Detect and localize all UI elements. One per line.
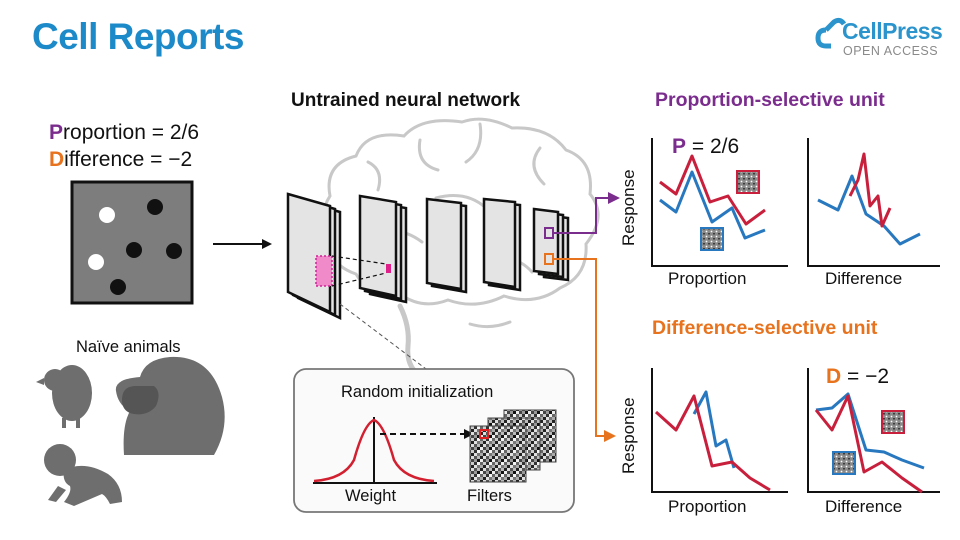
difference-label: Difference = −2 [49,149,192,170]
zoom-line [339,303,431,373]
init-title: Random initialization [341,383,494,401]
diff-y-label: Response [619,397,638,474]
gaussian-curve [313,417,474,484]
prop-left-blue-curve [659,170,766,240]
proportion-label: Proportion = 2/6 [49,122,199,143]
chick-icon [36,365,92,428]
diff-right-x-label: Difference [825,497,903,516]
prop-unit-right-axes [807,138,940,267]
diff-sample-red [881,410,905,434]
diff-left-red-curve [654,394,771,492]
prop-sample-blue [700,227,724,251]
prop-annotation-value: = 2/6 [686,135,740,158]
prop-annotation-var: P [672,135,687,158]
diff-unit-right-axes [807,368,940,493]
diff-unit-left-axes [651,368,788,493]
cellpress-logo-icon [815,17,847,49]
prop-annotation: P = 2/6 [672,136,739,157]
prop-right-red-curve [848,152,892,228]
diff-left-x-label: Proportion [668,497,747,516]
difference-rest: ifference = −2 [64,148,193,171]
prop-unit-title: Proportion-selective unit [655,89,885,111]
publisher-name[interactable]: CellPress [842,18,943,44]
diff-annotation: D = −2 [826,366,889,387]
weight-label: Weight [345,487,397,505]
diff-right-blue-curve [815,392,925,470]
difference-connector [553,258,616,442]
journal-title[interactable]: Cell Reports [32,16,244,57]
proportion-initial: P [49,121,64,144]
animals-caption: Naïve animals [76,338,181,356]
prop-y-label: Response [619,169,638,246]
diff-left-blue-curve [692,390,736,469]
prop-right-blue-curve [817,174,921,246]
diff-annotation-value: = −2 [841,365,890,388]
difference-initial: D [49,148,65,171]
monkey-icon [115,356,225,455]
diff-sample-blue [832,451,856,475]
filters-label: Filters [467,487,512,505]
diff-unit-title: Difference-selective unit [652,317,878,339]
proportion-connector [553,192,620,234]
diff-annotation-var: D [826,365,842,388]
baby-icon [44,444,122,506]
filter-stack [469,409,557,483]
prop-left-x-label: Proportion [668,269,747,288]
diff-right-red-curve [814,394,923,494]
publisher-subtitle: OPEN ACCESS [843,44,939,58]
receptive-field-marker [315,227,554,287]
prop-sample-red [736,170,760,194]
proportion-rest: roportion = 2/6 [63,121,200,144]
network-title: Untrained neural network [291,90,521,111]
prop-left-red-curve [659,154,766,226]
dot-stimulus [70,180,194,305]
prop-unit-left-axes [651,138,788,267]
prop-right-x-label: Difference [825,269,903,288]
